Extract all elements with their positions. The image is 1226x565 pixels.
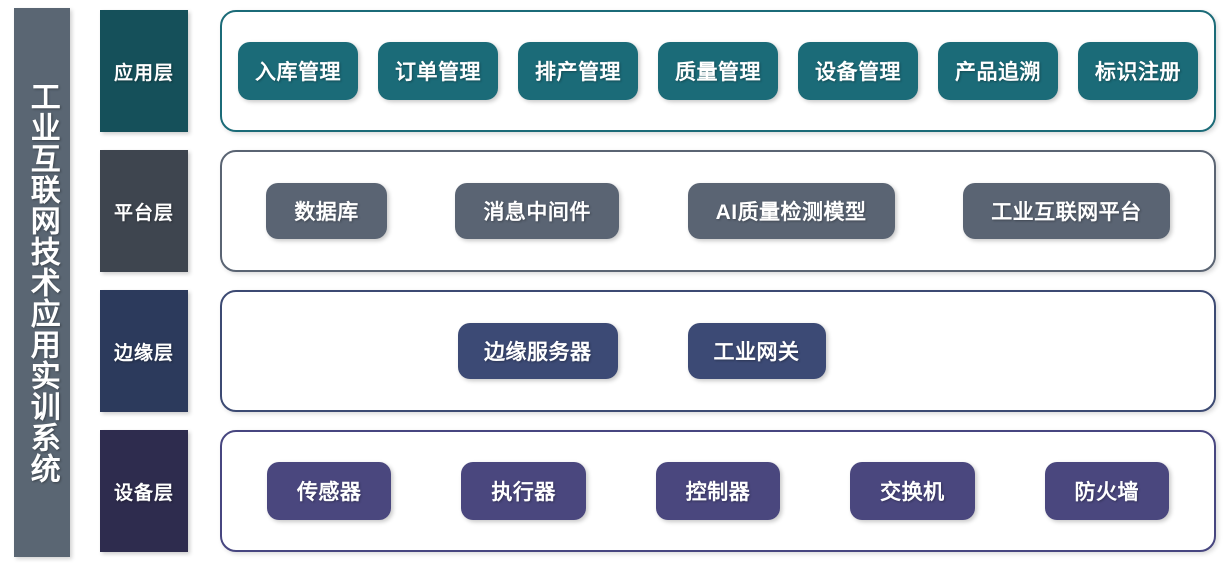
layer-label-text-application: 应用层 — [113, 62, 174, 84]
layer-label-text-edge: 边缘层 — [113, 342, 174, 364]
pill-device-4[interactable]: 防火墙 — [1044, 462, 1169, 520]
layer-container-device: 传感器 执行器 控制器 交换机 防火墙 — [220, 430, 1216, 552]
pill-platform-3[interactable]: 工业互联网平台 — [963, 183, 1170, 239]
pill-platform-2[interactable]: AI质量检测模型 — [687, 183, 895, 239]
pill-device-3[interactable]: 交换机 — [850, 462, 975, 520]
pill-application-1[interactable]: 订单管理 — [378, 42, 498, 100]
layer-label-application[interactable]: 应用层 — [100, 10, 188, 132]
pill-application-6[interactable]: 标识注册 — [1078, 42, 1198, 100]
pill-edge-1[interactable]: 工业网关 — [687, 323, 826, 379]
pill-device-0[interactable]: 传感器 — [266, 462, 392, 520]
layer-container-platform: 数据库 消息中间件 AI质量检测模型 工业互联网平台 — [220, 150, 1216, 272]
pill-strip-platform: 数据库 消息中间件 AI质量检测模型 工业互联网平台 — [222, 183, 1214, 239]
pill-device-2[interactable]: 控制器 — [655, 462, 781, 520]
pill-device-1[interactable]: 执行器 — [461, 462, 586, 520]
layer-row-application: 应用层 入库管理 订单管理 排产管理 质量管理 设备管理 产品追溯 标识注册 — [100, 10, 1216, 132]
pill-application-0[interactable]: 入库管理 — [238, 42, 358, 100]
pill-strip-application: 入库管理 订单管理 排产管理 质量管理 设备管理 产品追溯 标识注册 — [222, 42, 1214, 100]
layer-label-edge[interactable]: 边缘层 — [100, 290, 188, 412]
layer-row-platform: 平台层 数据库 消息中间件 AI质量检测模型 工业互联网平台 — [100, 150, 1216, 272]
pill-application-5[interactable]: 产品追溯 — [938, 42, 1058, 100]
layer-row-device: 设备层 传感器 执行器 控制器 交换机 防火墙 — [100, 430, 1216, 552]
layer-container-application: 入库管理 订单管理 排产管理 质量管理 设备管理 产品追溯 标识注册 — [220, 10, 1216, 132]
layer-label-platform[interactable]: 平台层 — [100, 150, 188, 272]
layer-container-edge: 边缘服务器 工业网关 — [220, 290, 1216, 412]
layer-label-text-platform: 平台层 — [113, 202, 174, 224]
system-title-text: 工业互联网技术应用实训系统 — [25, 81, 59, 484]
pill-platform-1[interactable]: 消息中间件 — [455, 183, 619, 239]
pill-edge-0[interactable]: 边缘服务器 — [458, 323, 618, 379]
layer-label-device[interactable]: 设备层 — [100, 430, 188, 552]
pill-platform-0[interactable]: 数据库 — [266, 183, 387, 239]
layer-row-edge: 边缘层 边缘服务器 工业网关 — [100, 290, 1216, 412]
pill-application-2[interactable]: 排产管理 — [518, 42, 638, 100]
layer-label-text-device: 设备层 — [113, 482, 174, 504]
pill-strip-device: 传感器 执行器 控制器 交换机 防火墙 — [222, 462, 1214, 520]
pill-application-3[interactable]: 质量管理 — [658, 42, 778, 100]
pill-strip-edge: 边缘服务器 工业网关 — [222, 323, 1214, 379]
system-title-bar: 工业互联网技术应用实训系统 — [14, 8, 70, 557]
pill-application-4[interactable]: 设备管理 — [798, 42, 918, 100]
